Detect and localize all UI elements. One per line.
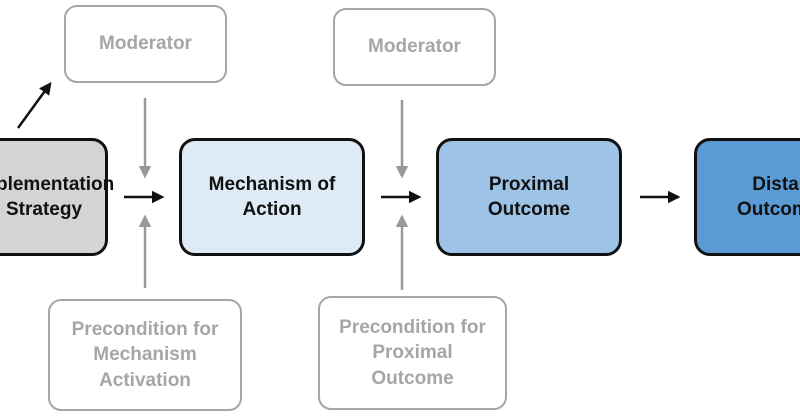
implementation-strategy-label: Implementation Strategy [0,173,115,220]
distal-outcome-label: Distal Outcome [737,173,800,220]
distal-outcome-box: Distal Outcome [694,138,800,256]
moderator-box-2: Moderator [333,8,496,86]
arrow-strategy-to-moderator [16,81,52,129]
implementation-strategy-box: Implementation Strategy [0,138,114,256]
precondition-mechanism-activation-label: Precondition for Mechanism Activation [71,319,219,391]
proximal-outcome-label: Proximal Outcome [487,173,571,220]
precondition-mechanism-activation-box: Precondition for Mechanism Activation [48,299,242,411]
moderator-box-1: Moderator [64,5,227,83]
proximal-outcome-box: Proximal Outcome [436,138,622,256]
moderator-label-2: Moderator [368,36,461,58]
mechanism-of-action-box: Mechanism of Action [179,138,365,256]
precondition-proximal-outcome-box: Precondition for Proximal Outcome [318,296,507,410]
moderator-label-1: Moderator [99,33,192,55]
precondition-proximal-outcome-label: Precondition for Proximal Outcome [339,317,486,389]
mechanism-of-action-label: Mechanism of Action [208,173,336,220]
